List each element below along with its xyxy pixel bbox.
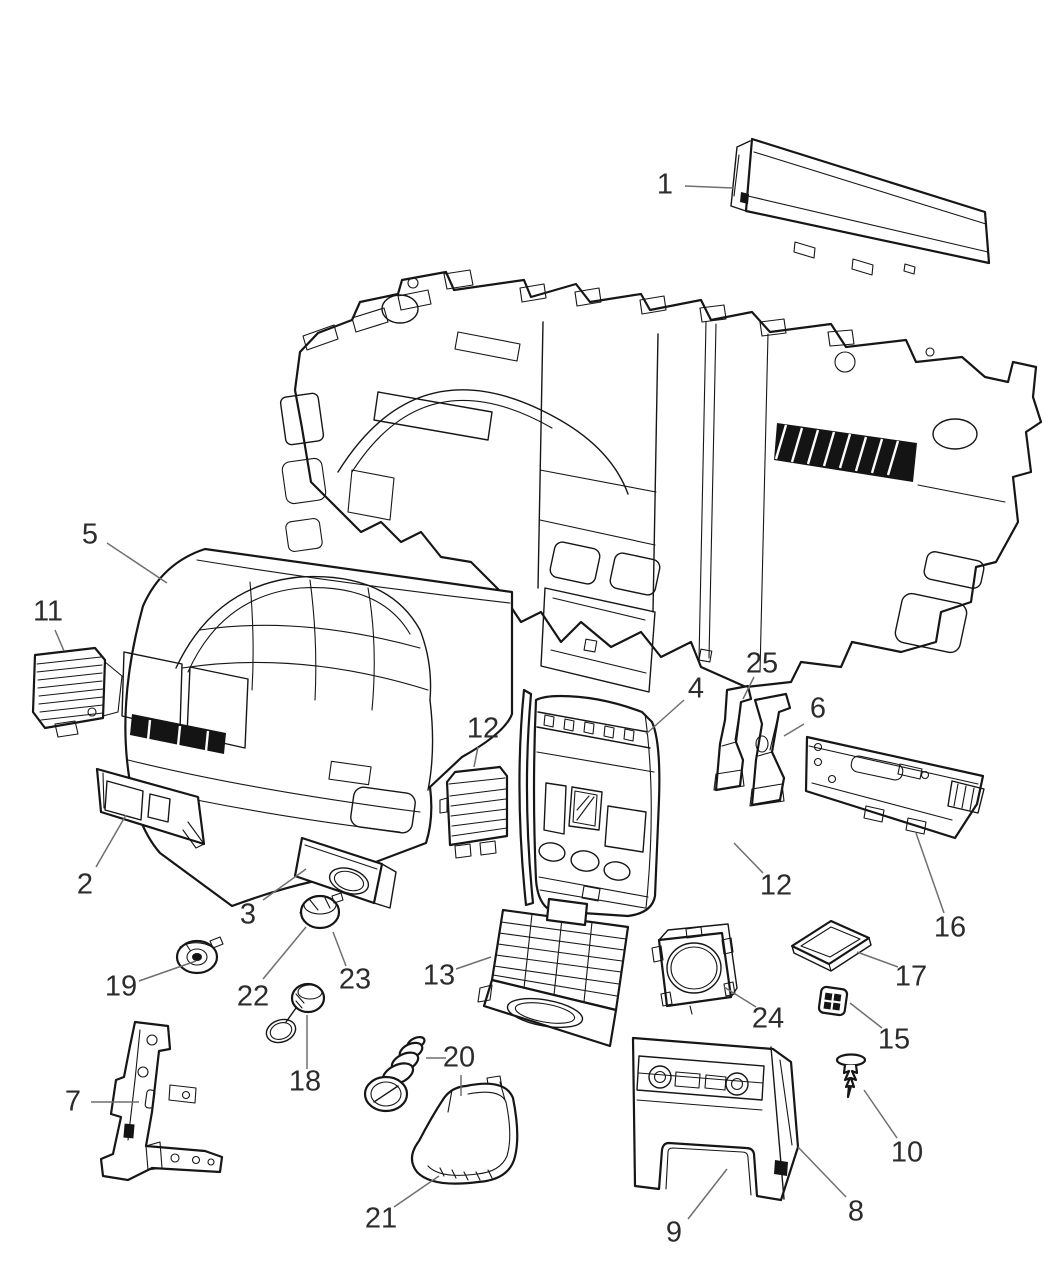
part-8-9-console-cover: [633, 1038, 798, 1200]
callout-12-a: 12: [466, 712, 500, 745]
part-22-23-grommet: [300, 893, 343, 928]
callout-12-b: 12: [759, 869, 793, 902]
part-13-slatted-tray: [478, 899, 628, 1046]
callout-3: 3: [239, 898, 257, 931]
leader-line-12: [474, 747, 478, 767]
callout-17: 17: [894, 960, 928, 993]
callout-6: 6: [809, 692, 827, 725]
callout-7: 7: [64, 1085, 82, 1118]
callout-25: 25: [745, 647, 779, 680]
callout-22: 22: [236, 980, 270, 1013]
part-11-left-air-vent: [33, 648, 122, 737]
leader-line-25: [743, 677, 754, 699]
callout-5: 5: [81, 518, 99, 551]
callout-1: 1: [656, 168, 674, 201]
leader-line-13: [456, 957, 491, 969]
part-10-push-pin: [837, 1055, 865, 1098]
part-2-cluster-bezel: [97, 769, 204, 848]
leader-line-5: [107, 543, 167, 583]
callout-19: 19: [104, 970, 138, 1003]
leader-line-1: [685, 186, 733, 188]
callout-11: 11: [32, 595, 64, 628]
leader-line-12: [734, 843, 763, 873]
leader-line-9: [688, 1169, 727, 1219]
part-25-bracket: [714, 686, 751, 790]
part-1-glovebox-door: [731, 139, 989, 275]
callout-2: 2: [76, 868, 94, 901]
callout-24: 24: [751, 1002, 785, 1035]
leader-line-19: [139, 961, 196, 981]
part-7-support-bracket: [101, 1022, 222, 1180]
part-instrument-panel-carrier: [280, 270, 1041, 692]
part-19-twist-cap: [177, 937, 223, 973]
part-20-threaded-plug: [365, 1035, 426, 1111]
leader-line-16: [916, 833, 944, 913]
callout-15: 15: [877, 1023, 911, 1056]
leader-lines: [55, 186, 944, 1219]
callout-4: 4: [687, 672, 705, 705]
part-24-speaker-bracket: [652, 924, 737, 1014]
part-4-center-stack-bezel: [519, 690, 659, 916]
callout-18: 18: [288, 1065, 322, 1098]
part-18-plug-with-ring: [263, 984, 324, 1046]
part-17-storage-tray: [792, 921, 871, 971]
leader-line-2: [96, 815, 126, 867]
leader-line-17: [857, 952, 898, 967]
part-16-glovebox-housing: [806, 737, 984, 838]
leader-line-15: [850, 1003, 882, 1028]
part-6-bracket: [750, 694, 790, 806]
leader-line-11: [55, 630, 64, 651]
callout-21: 21: [364, 1202, 398, 1235]
leader-line-21: [394, 1176, 439, 1207]
callout-8: 8: [847, 1195, 865, 1228]
callout-16: 16: [933, 911, 967, 944]
callout-9: 9: [665, 1216, 683, 1249]
callout-13: 13: [422, 959, 456, 992]
part-3-switch-bezel: [295, 838, 396, 908]
callout-10: 10: [890, 1136, 924, 1169]
leader-line-8: [798, 1147, 846, 1197]
callout-20: 20: [442, 1041, 476, 1074]
leader-line-6: [784, 724, 804, 736]
leader-line-22: [263, 927, 306, 979]
leader-line-23: [333, 932, 346, 966]
leader-line-24: [724, 987, 756, 1007]
callout-23: 23: [338, 963, 372, 996]
part-15-switch: [818, 986, 847, 1015]
part-12-left-center-vent: [440, 767, 507, 858]
part-21-boot-cover: [412, 1076, 517, 1184]
leader-line-10: [864, 1090, 897, 1138]
leader-line-3: [263, 869, 306, 900]
leader-line-4: [646, 700, 684, 734]
